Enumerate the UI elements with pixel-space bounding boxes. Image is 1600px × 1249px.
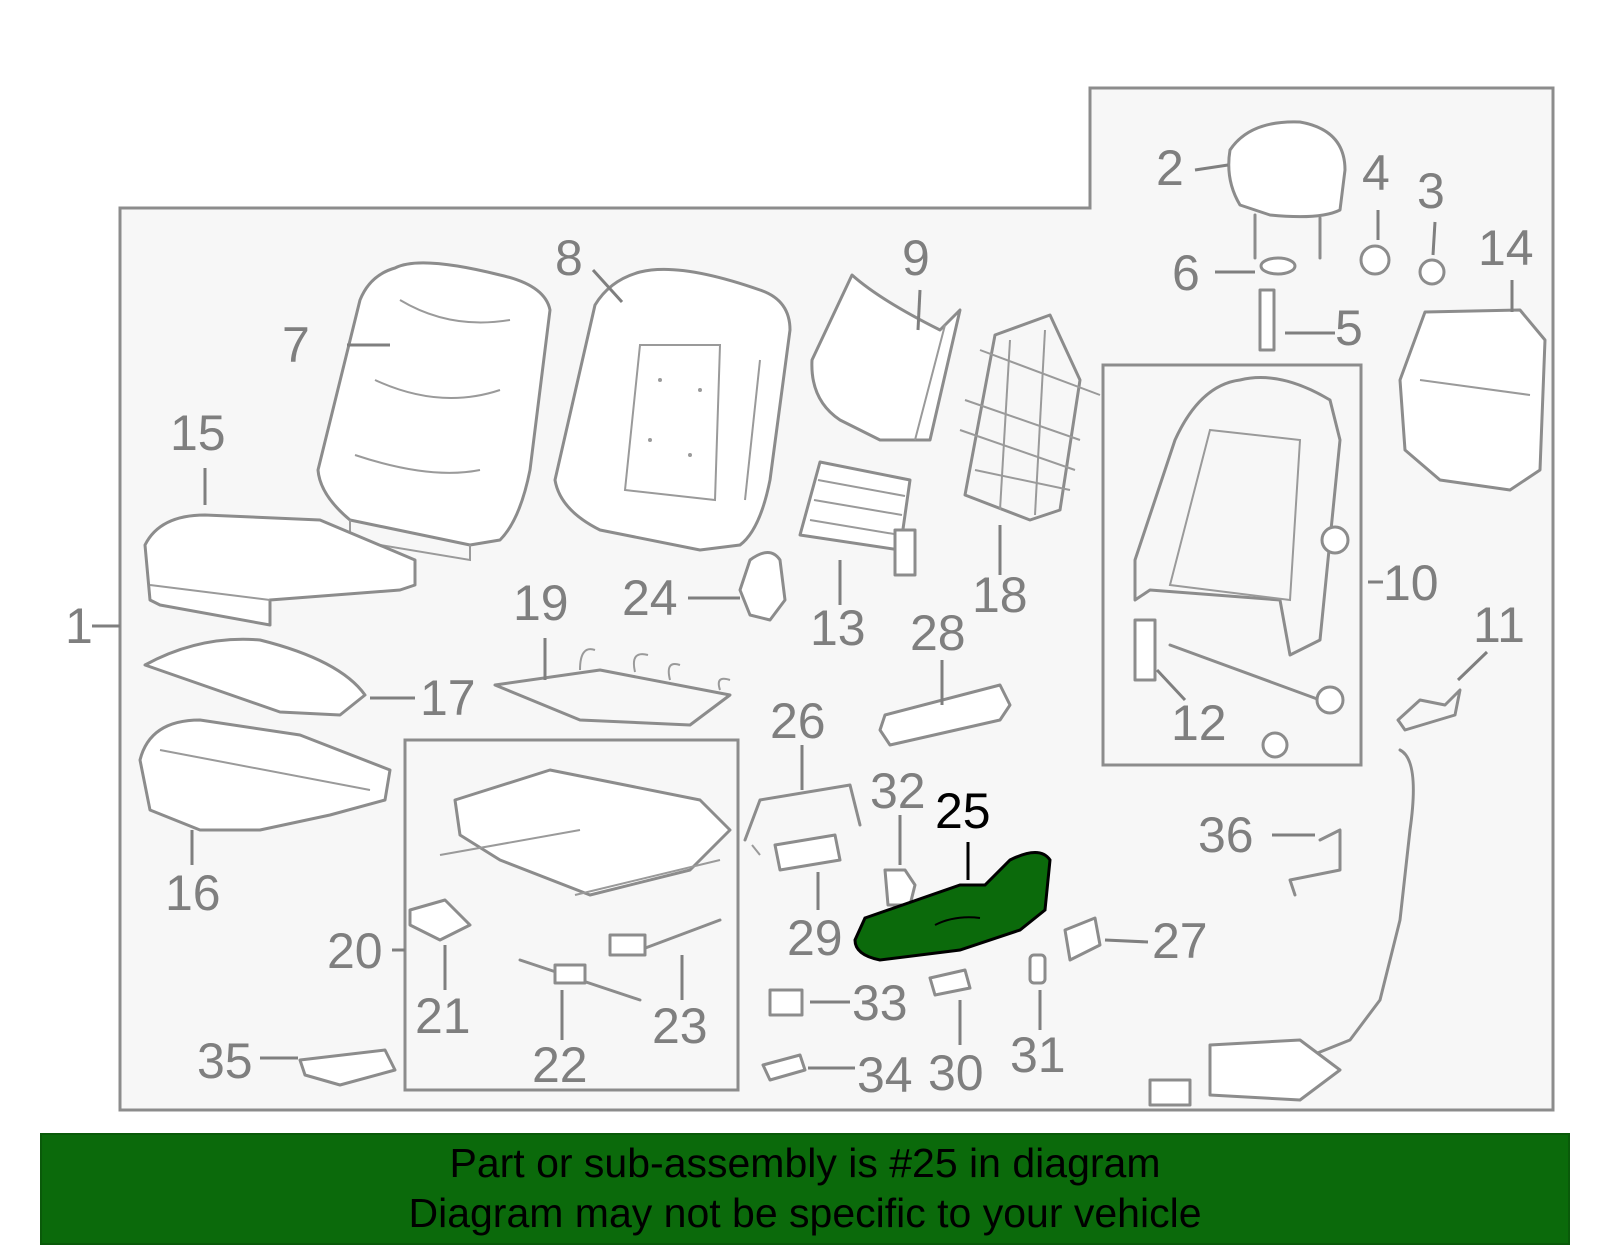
callout-18: 18 [972, 567, 1028, 623]
callout-34: 34 [857, 1047, 913, 1103]
part-4-guide[interactable] [1359, 244, 1391, 276]
callout-10: 10 [1383, 555, 1439, 611]
callout-6: 6 [1172, 245, 1200, 301]
part-13-lumbar-support[interactable] [798, 460, 917, 577]
part-25-side-shield-highlighted[interactable] [853, 851, 1052, 962]
part-8-seat-back-pad[interactable] [553, 267, 792, 552]
part-11-bracket[interactable] [1396, 688, 1462, 732]
banner-line-1: Part or sub-assembly is #25 in diagram [449, 1140, 1161, 1186]
callout-15: 15 [170, 405, 226, 461]
part-34-bezel[interactable] [761, 1053, 807, 1082]
callout-32: 32 [870, 763, 926, 819]
part-5-guide-post[interactable] [1258, 288, 1276, 352]
callout-labels: 1 2 4 3 14 6 5 7 8 9 10 11 12 13 15 16 1… [65, 140, 1534, 1103]
part-6-grommet[interactable] [1259, 256, 1297, 276]
callout-11: 11 [1473, 597, 1525, 653]
callout-22: 22 [532, 1037, 588, 1093]
part-7-seat-back-cover[interactable] [316, 261, 552, 562]
callout-23: 23 [652, 998, 708, 1054]
callout-7: 7 [282, 317, 310, 373]
part-24-bracket[interactable] [738, 551, 787, 622]
part-18-suspension-mat[interactable] [959, 313, 1101, 522]
part-26-harness[interactable] [743, 783, 862, 856]
callout-3: 3 [1417, 163, 1445, 219]
callout-20: 20 [327, 923, 383, 979]
callout-13: 13 [810, 600, 866, 656]
callout-14: 14 [1478, 220, 1534, 276]
banner-line-2: Diagram may not be specific to your vehi… [408, 1190, 1202, 1236]
part-30-knob[interactable] [928, 968, 972, 997]
callout-28: 28 [910, 605, 966, 661]
part-31-clip[interactable] [1028, 953, 1047, 985]
part-16-cushion-base[interactable] [138, 718, 392, 832]
part-21-motor[interactable] [408, 898, 472, 942]
part-29-switch-bezel[interactable] [773, 833, 842, 872]
part-19-cushion-wires[interactable] [493, 648, 732, 727]
part-14-back-panel[interactable] [1398, 308, 1547, 492]
callout-12: 12 [1171, 695, 1227, 751]
callout-33: 33 [852, 975, 908, 1031]
callout-4: 4 [1362, 145, 1390, 201]
callout-31: 31 [1010, 1027, 1066, 1083]
part-10-seat-back-frame[interactable] [1133, 376, 1342, 657]
part-28-trim-panel[interactable] [878, 683, 1012, 747]
part-23-motor-harness[interactable] [608, 918, 722, 957]
callout-17: 17 [420, 670, 476, 726]
callout-26: 26 [770, 693, 826, 749]
part-10-bolt[interactable] [1320, 525, 1350, 555]
callout-27: 27 [1152, 913, 1208, 969]
part-35-module[interactable] [298, 1048, 397, 1087]
part-27-cover[interactable] [1063, 916, 1102, 962]
callout-21: 21 [415, 988, 471, 1044]
callout-30: 30 [928, 1045, 984, 1101]
callout-25-highlighted: 25 [935, 783, 991, 839]
part-9-back-panel[interactable] [810, 273, 962, 442]
part-33-switch[interactable] [768, 988, 804, 1017]
part-17-cushion-pad[interactable] [143, 637, 367, 717]
part-info-banner: Part or sub-assembly is #25 in diagram D… [40, 1133, 1570, 1245]
part-12-recliner[interactable] [1133, 618, 1345, 759]
callout-1: 1 [65, 598, 93, 654]
part-15-cushion-cover[interactable] [143, 513, 417, 627]
callout-16: 16 [165, 865, 221, 921]
part-2-headrest[interactable] [1227, 120, 1347, 260]
callout-2: 2 [1156, 140, 1184, 196]
part-3-cap[interactable] [1418, 258, 1446, 286]
part-22-cable[interactable] [518, 958, 642, 1002]
part-20-track-assembly[interactable] [439, 768, 732, 897]
callout-36: 36 [1198, 807, 1254, 863]
callout-35: 35 [197, 1033, 253, 1089]
callout-9: 9 [902, 230, 930, 286]
callout-8: 8 [555, 230, 583, 286]
part-1-seat-harness[interactable] [1148, 748, 1415, 1107]
callout-29: 29 [787, 910, 843, 966]
callout-24: 24 [622, 570, 678, 626]
callout-5: 5 [1335, 300, 1363, 356]
leader-lines [92, 163, 1514, 1070]
part-32-connector[interactable] [883, 868, 917, 907]
callout-19: 19 [513, 575, 569, 631]
part-36-harness-bracket[interactable] [1288, 828, 1342, 897]
